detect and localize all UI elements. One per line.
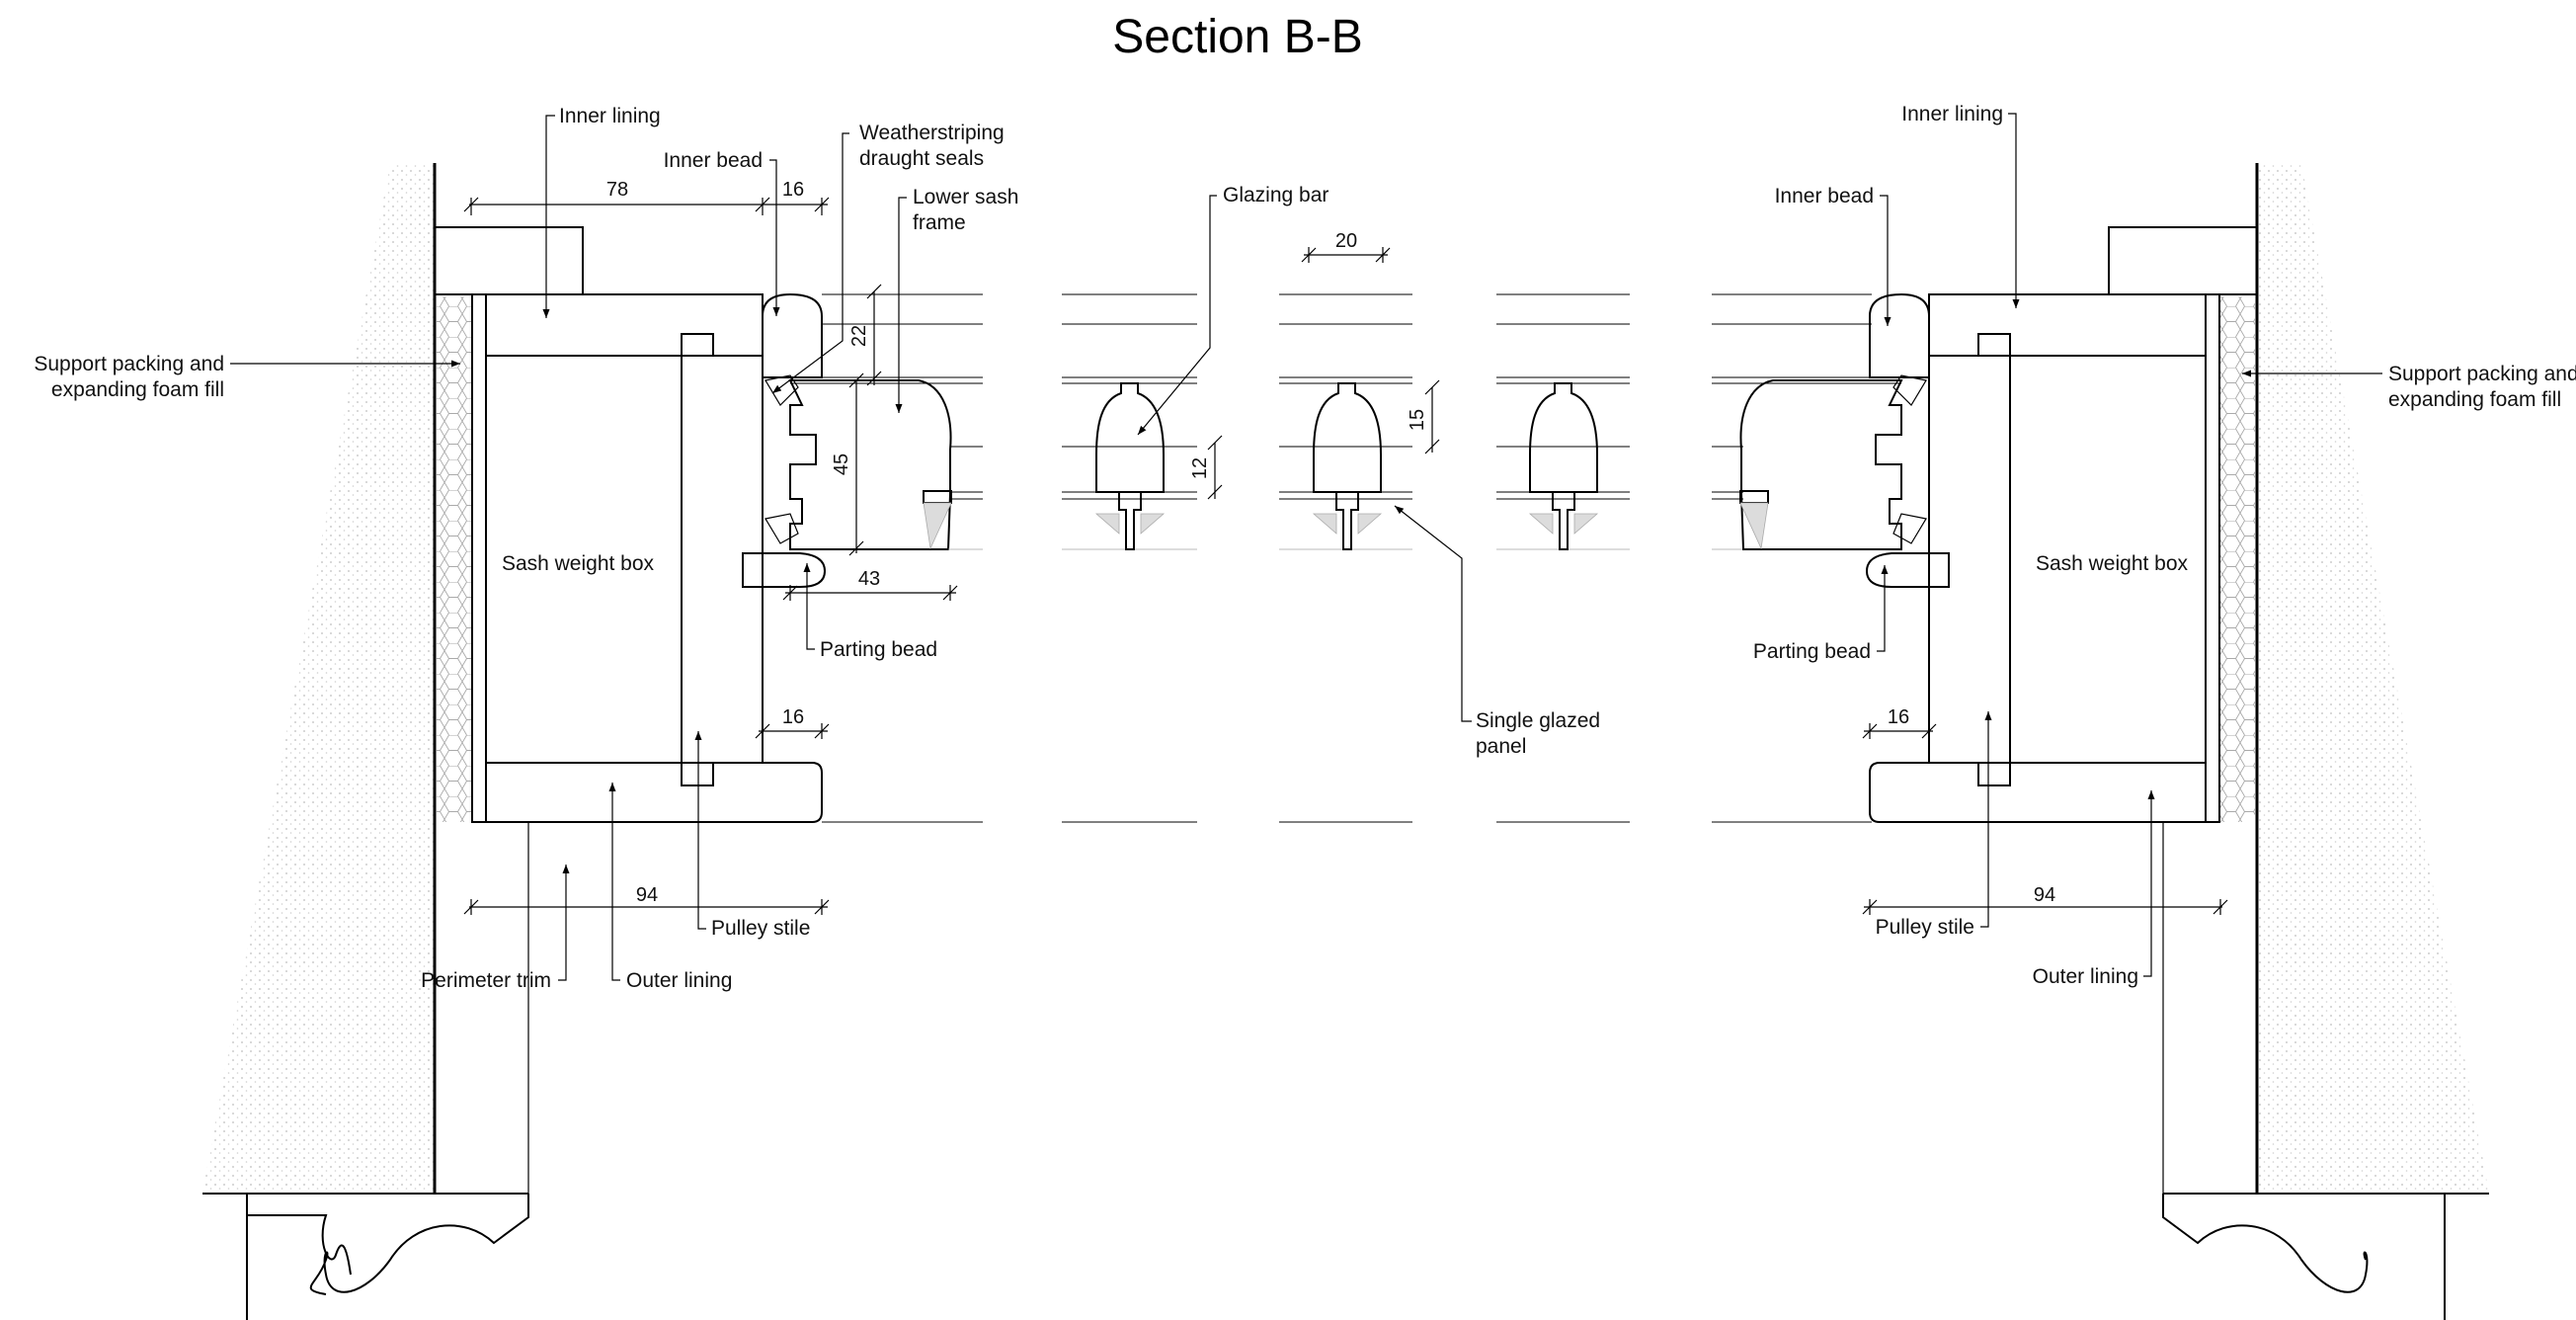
labels: Inner lining Inner bead Weatherstriping … <box>34 103 2576 992</box>
label-outer-lining-left: Outer lining <box>626 969 732 992</box>
label-pulley-stile-left: Pulley stile <box>711 917 810 940</box>
label-parting-bead-right: Parting bead <box>1753 640 1871 663</box>
dim-16-mid-right: 16 <box>1888 706 1909 728</box>
glazing-lines <box>790 293 1901 823</box>
glazing-bar-2 <box>1312 382 1383 550</box>
dim-45: 45 <box>831 454 852 475</box>
label-sash-weight-box-left: Sash weight box <box>502 552 655 575</box>
label-single-glazed-2: panel <box>1476 735 1526 758</box>
label-lower-sash-2: frame <box>913 211 966 234</box>
dimensions: 78 16 20 22 45 43 15 12 <box>463 179 2228 915</box>
label-support-left-2: expanding foam fill <box>51 378 224 401</box>
label-inner-bead-right: Inner bead <box>1775 185 1874 207</box>
label-pulley-stile-right: Pulley stile <box>1876 916 1974 939</box>
right-frame <box>1869 226 2258 1194</box>
dim-12: 12 <box>1189 457 1211 479</box>
label-inner-lining-left: Inner lining <box>559 105 661 127</box>
right-sash <box>1739 292 1950 588</box>
label-support-left-1: Support packing and <box>34 353 224 375</box>
label-inner-lining-right: Inner lining <box>1901 103 2003 125</box>
dim-15: 15 <box>1407 409 1428 431</box>
dim-20: 20 <box>1335 230 1357 252</box>
label-weatherstriping-2: draught seals <box>859 147 984 170</box>
leaders <box>230 113 2382 981</box>
label-support-right-2: expanding foam fill <box>2388 388 2561 411</box>
label-lower-sash-1: Lower sash <box>913 186 1018 208</box>
dim-16-top: 16 <box>782 179 804 201</box>
dim-22: 22 <box>848 325 870 347</box>
left-frame <box>434 226 823 1194</box>
glazing-bar-3 <box>1528 382 1599 550</box>
dim-43: 43 <box>858 568 880 590</box>
dim-16-mid-left: 16 <box>782 706 804 728</box>
label-perimeter-trim: Perimeter trim <box>421 969 551 992</box>
left-wall <box>202 163 529 1320</box>
label-parting-bead-left: Parting bead <box>820 638 937 661</box>
label-weatherstriping-1: Weatherstriping <box>859 122 1005 144</box>
label-sash-weight-box-right: Sash weight box <box>2036 552 2189 575</box>
right-wall <box>2162 163 2489 1320</box>
dim-78: 78 <box>606 179 628 201</box>
glazing-bars <box>1094 382 1599 550</box>
label-single-glazed-1: Single glazed <box>1476 709 1600 732</box>
dim-94-left: 94 <box>636 884 658 906</box>
label-support-right-1: Support packing and <box>2388 363 2576 385</box>
drawing-title: Section B-B <box>1112 11 1362 63</box>
glazing-bar-1 <box>1094 382 1166 550</box>
label-inner-bead-left: Inner bead <box>664 149 763 172</box>
left-sash <box>742 292 952 588</box>
label-glazing-bar: Glazing bar <box>1223 184 1328 206</box>
label-outer-lining-right: Outer lining <box>2033 965 2138 988</box>
dim-94-right: 94 <box>2034 884 2055 906</box>
